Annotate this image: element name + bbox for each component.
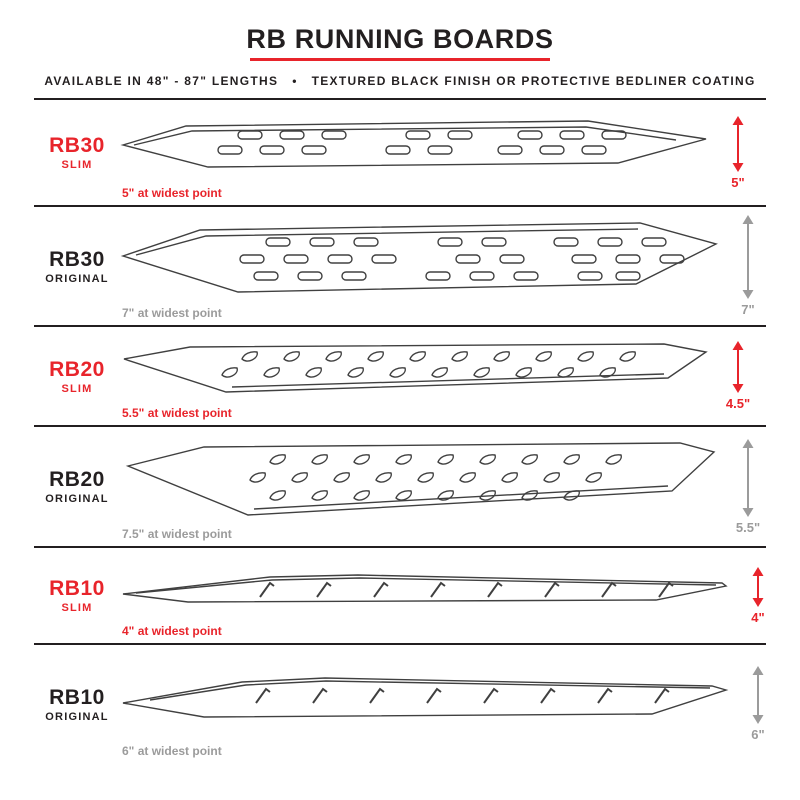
height-label: 6" bbox=[751, 727, 765, 742]
height-dimension: 6" bbox=[730, 666, 786, 742]
model-variant: ORIGINAL bbox=[45, 493, 109, 505]
board-illustration-rb10-slim bbox=[122, 573, 728, 603]
widest-point-label: 4" at widest point bbox=[122, 624, 222, 638]
model-name: RB10 bbox=[49, 685, 105, 709]
row-rb20-original: RB20 ORIGINAL 7.5" at widest point bbox=[34, 427, 766, 548]
model-variant: ORIGINAL bbox=[45, 710, 109, 723]
model-label: RB30 SLIM bbox=[34, 134, 120, 171]
model-name: RB20 bbox=[49, 468, 105, 491]
height-dimension: 4.5" bbox=[710, 341, 766, 411]
height-arrow-icon bbox=[732, 341, 744, 393]
model-name: RB30 bbox=[49, 134, 105, 157]
height-arrow-icon bbox=[742, 438, 754, 517]
model-label: RB20 SLIM bbox=[34, 358, 120, 395]
widest-point-label: 7.5" at widest point bbox=[122, 527, 232, 541]
row-rb30-slim: RB30 SLIM 5" at widest point 5" bbox=[34, 100, 766, 207]
model-name: RB30 bbox=[49, 247, 105, 271]
height-arrow-icon bbox=[752, 566, 764, 607]
board-cell: 6" at widest point bbox=[120, 645, 730, 763]
height-label: 7" bbox=[741, 302, 755, 317]
header: RB RUNNING BOARDS AVAILABLE IN 48" - 87"… bbox=[34, 0, 766, 100]
subtitle: AVAILABLE IN 48" - 87" LENGTHS • TEXTURE… bbox=[44, 74, 756, 88]
model-label: RB10 ORIGINAL bbox=[34, 686, 120, 723]
board-illustration-rb20-slim bbox=[123, 343, 708, 393]
board-cell: 5.5" at widest point bbox=[120, 327, 710, 425]
model-variant: ORIGINAL bbox=[45, 272, 109, 285]
row-rb20-slim: RB20 SLIM 5.5" at widest point 4.5" bbox=[34, 327, 766, 427]
model-variant: SLIM bbox=[61, 159, 93, 171]
height-arrow-icon bbox=[742, 215, 754, 299]
board-cell: 7.5" at widest point bbox=[120, 427, 720, 546]
page-title: RB RUNNING BOARDS bbox=[246, 24, 554, 54]
board-illustration-rb20-original bbox=[125, 441, 716, 516]
model-label: RB10 SLIM bbox=[34, 577, 120, 614]
board-illustration-rb30-slim bbox=[120, 119, 707, 168]
height-label: 4" bbox=[751, 609, 765, 625]
height-label: 5" bbox=[731, 174, 745, 190]
row-rb10-slim: RB10 SLIM 4" at widest point 4" bbox=[34, 548, 766, 645]
height-arrow-icon bbox=[752, 666, 764, 724]
widest-point-label: 7" at widest point bbox=[122, 306, 222, 320]
height-dimension: 4" bbox=[730, 566, 786, 625]
widest-point-label: 5" at widest point bbox=[122, 186, 222, 200]
board-cell: 7" at widest point bbox=[120, 207, 720, 325]
height-label: 4.5" bbox=[725, 396, 751, 411]
board-illustration-rb10-original bbox=[122, 677, 729, 718]
widest-point-label: 5.5" at widest point bbox=[122, 406, 232, 420]
board-cell: 5" at widest point bbox=[120, 100, 710, 205]
board-illustration-rb30-original bbox=[120, 222, 718, 293]
title-underline bbox=[250, 58, 550, 61]
model-variant: SLIM bbox=[61, 382, 93, 395]
row-rb30-original: RB30 ORIGINAL 7" at widest point bbox=[34, 207, 766, 327]
row-rb10-original: RB10 ORIGINAL 6" at widest point 6" bbox=[34, 645, 766, 763]
model-label: RB30 ORIGINAL bbox=[34, 248, 120, 285]
height-dimension: 5" bbox=[710, 115, 766, 190]
model-variant: SLIM bbox=[61, 602, 93, 614]
board-cell: 4" at widest point bbox=[120, 548, 730, 643]
model-name: RB10 bbox=[49, 577, 105, 600]
height-label: 5.5" bbox=[735, 519, 761, 535]
model-name: RB20 bbox=[49, 357, 105, 381]
height-arrow-icon bbox=[732, 115, 744, 172]
widest-point-label: 6" at widest point bbox=[122, 744, 222, 758]
model-label: RB20 ORIGINAL bbox=[34, 468, 120, 505]
height-dimension: 7" bbox=[720, 215, 776, 317]
height-dimension: 5.5" bbox=[720, 438, 776, 535]
header-rule bbox=[34, 98, 766, 100]
